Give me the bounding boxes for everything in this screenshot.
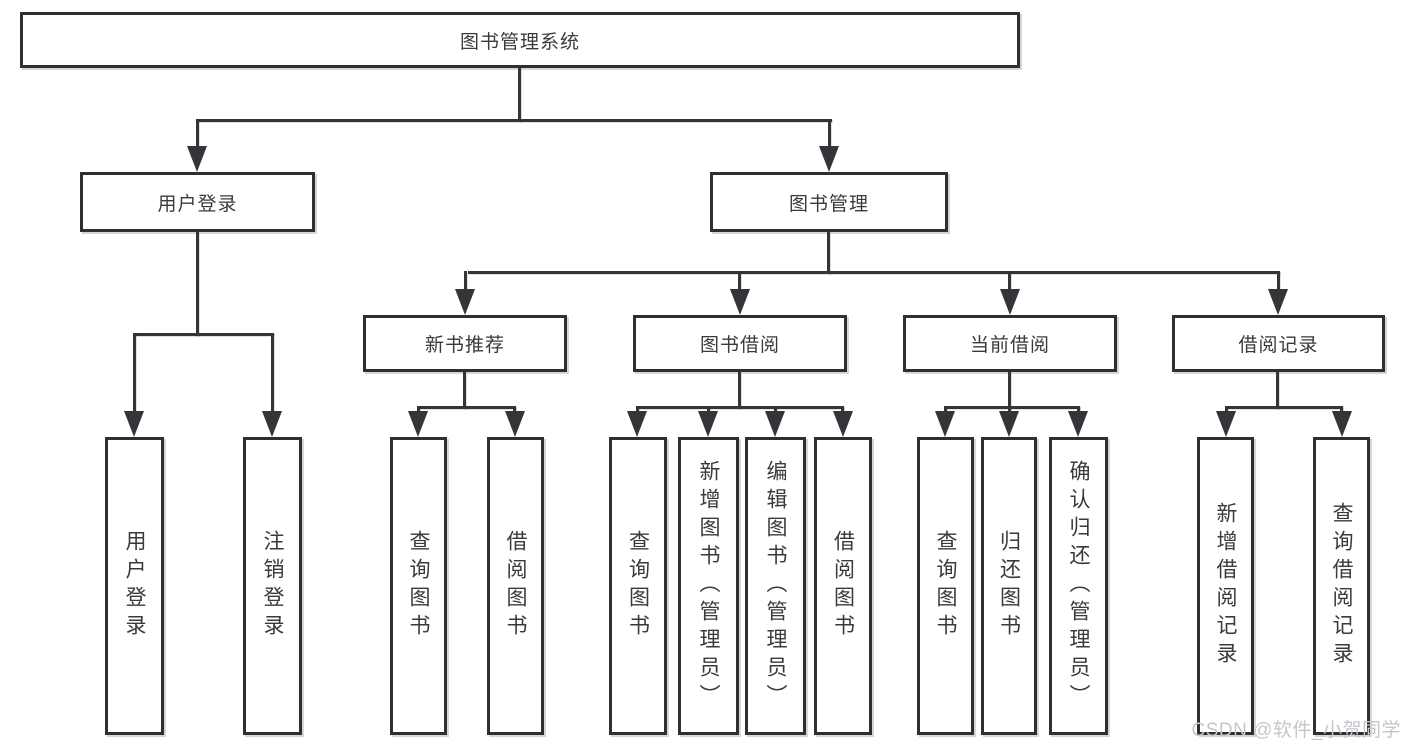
arrowhead-down-icon: [935, 411, 955, 437]
arrowhead-down-icon: [187, 146, 207, 172]
connector-stem: [827, 232, 830, 274]
leaf-confirm-return-admin: 确认归还（管理员）: [1049, 437, 1108, 735]
connector-hline: [133, 333, 274, 336]
connector-stem: [1008, 372, 1011, 409]
csdn-watermark: CSDN @软件_小贺同学: [1191, 720, 1401, 741]
connector-stem: [1276, 372, 1279, 409]
node-label: 当前借阅: [969, 335, 1050, 356]
connector-drop: [738, 271, 741, 293]
node-label: 确认归还（管理员）: [1067, 460, 1090, 712]
arrowhead-down-icon: [124, 411, 144, 437]
connector-drop: [774, 406, 777, 415]
connector-hline: [468, 271, 1280, 274]
connector-hline: [1225, 406, 1343, 409]
connector-stem: [463, 372, 466, 409]
node-current-borrowing: 当前借阅: [903, 315, 1117, 372]
leaf-borrow-books-recommend: 借阅图书: [487, 437, 544, 735]
arrowhead-down-icon: [765, 411, 785, 437]
node-book-borrowing: 图书借阅: [633, 315, 847, 372]
connector-stem: [518, 68, 521, 122]
node-label: 查询借阅记录: [1330, 502, 1353, 670]
connector-drop: [1340, 406, 1343, 415]
connector-hline: [196, 119, 832, 122]
connector-drop: [944, 406, 947, 415]
node-label: 图书管理: [788, 193, 869, 215]
arrowhead-down-icon: [999, 411, 1019, 437]
arrowhead-down-icon: [698, 411, 718, 437]
connector-drop: [1277, 271, 1280, 293]
node-label: 查询图书: [407, 530, 430, 642]
arrowhead-down-icon: [1268, 289, 1288, 315]
leaf-borrow-books-borrowing: 借阅图书: [814, 437, 872, 735]
connector-drop: [828, 119, 831, 150]
connector-hline: [417, 406, 516, 409]
connector-stem: [196, 232, 199, 336]
connector-drop: [133, 333, 136, 415]
arrowhead-down-icon: [833, 411, 853, 437]
leaf-query-books-current: 查询图书: [917, 437, 974, 735]
node-library-management-system: 图书管理系统: [20, 12, 1020, 68]
leaf-edit-books-admin: 编辑图书（管理员）: [745, 437, 806, 735]
leaf-return-books: 归还图书: [981, 437, 1037, 735]
arrowhead-down-icon: [730, 289, 750, 315]
node-new-book-recommend: 新书推荐: [363, 315, 567, 372]
arrowhead-down-icon: [1000, 289, 1020, 315]
connector-drop: [1077, 406, 1080, 415]
connector-drop: [707, 406, 710, 415]
leaf-query-books-recommend: 查询图书: [390, 437, 447, 735]
node-label: 用户登录: [157, 193, 238, 215]
leaf-query-books-borrowing: 查询图书: [609, 437, 667, 735]
node-label: 新书推荐: [424, 335, 505, 356]
node-label: 借阅图书: [504, 530, 527, 642]
connector-drop: [841, 406, 844, 415]
arrowhead-down-icon: [1068, 411, 1088, 437]
node-label: 新增借阅记录: [1214, 502, 1237, 670]
leaf-add-borrow-record: 新增借阅记录: [1197, 437, 1254, 735]
arrowhead-down-icon: [1332, 411, 1352, 437]
connector-drop: [417, 406, 420, 415]
connector-drop: [1225, 406, 1228, 415]
node-label: 图书借阅: [699, 335, 780, 356]
node-label: 借阅图书: [831, 530, 855, 642]
leaf-user-login: 用户登录: [105, 437, 164, 735]
node-label: 归还图书: [997, 530, 1021, 642]
arrowhead-down-icon: [505, 411, 525, 437]
leaf-logout-login: 注销登录: [243, 437, 302, 735]
connector-drop: [513, 406, 516, 415]
connector-hline: [636, 406, 844, 409]
connector-drop: [464, 271, 467, 293]
connector-stem: [738, 372, 741, 409]
node-label: 编辑图书（管理员）: [764, 460, 787, 712]
node-label: 用户登录: [123, 530, 146, 642]
connector-drop: [196, 119, 199, 150]
node-label: 新增图书（管理员）: [697, 460, 720, 712]
node-label: 借阅记录: [1238, 335, 1319, 356]
arrowhead-down-icon: [455, 289, 475, 315]
connector-drop: [636, 406, 639, 415]
connector-drop: [1008, 271, 1011, 293]
node-book-management: 图书管理: [710, 172, 948, 232]
leaf-query-borrow-record: 查询借阅记录: [1313, 437, 1370, 735]
connector-drop: [271, 333, 274, 415]
node-label: 图书管理系统: [459, 31, 580, 53]
connector-drop: [1008, 406, 1011, 415]
node-user-login: 用户登录: [80, 172, 315, 232]
connector-hline: [944, 406, 1080, 409]
node-label: 查询图书: [934, 530, 957, 642]
arrowhead-down-icon: [627, 411, 647, 437]
arrowhead-down-icon: [262, 411, 282, 437]
leaf-add-books-admin: 新增图书（管理员）: [678, 437, 739, 735]
arrowhead-down-icon: [1216, 411, 1236, 437]
node-label: 注销登录: [261, 530, 284, 642]
node-label: 查询图书: [626, 530, 650, 642]
node-borrowing-records: 借阅记录: [1172, 315, 1385, 372]
arrowhead-down-icon: [408, 411, 428, 437]
arrowhead-down-icon: [819, 146, 839, 172]
